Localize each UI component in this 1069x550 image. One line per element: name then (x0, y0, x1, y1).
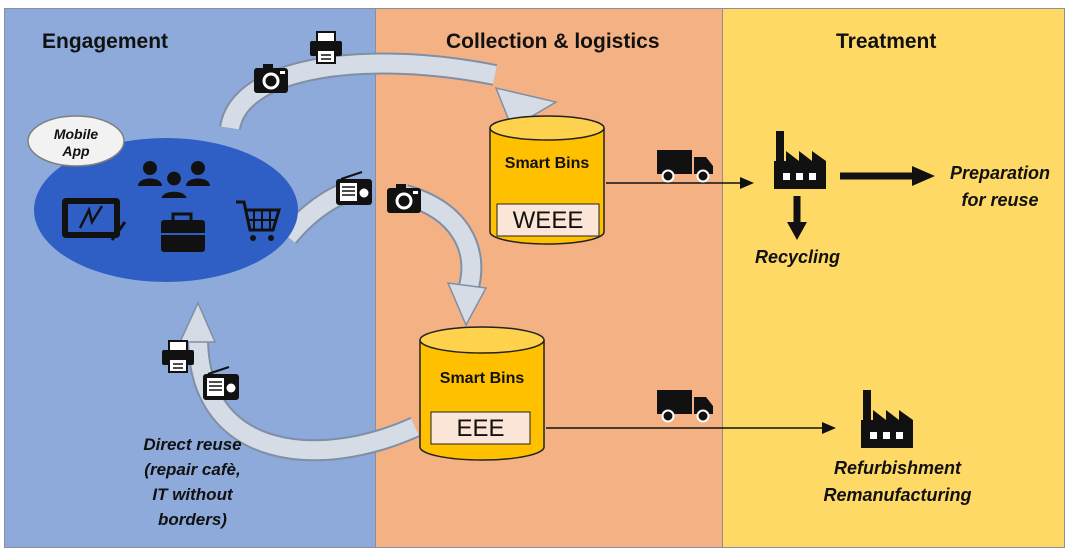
truck-icon (656, 389, 714, 423)
engagement-title: Engagement (42, 30, 169, 53)
flow-arrow (402, 186, 481, 293)
smart-bin-weee (489, 115, 605, 245)
flow-arrowhead (178, 301, 217, 343)
connector-arrowhead (822, 422, 836, 434)
refurbishment-label: Refurbishment Remanufacturing (823, 458, 972, 505)
flow-arrow (221, 54, 497, 131)
collection-panel (375, 8, 723, 548)
mobile-app-label: Mobile App (53, 126, 99, 159)
weee-bin-title: Smart Bins (504, 155, 590, 172)
eee-bin-label: EEE (456, 415, 505, 442)
recycling-arrowhead (787, 222, 807, 240)
truck-icon (656, 149, 714, 183)
camera-icon (254, 64, 288, 93)
weee-bin-label: WEEE (512, 207, 584, 234)
connector-arrowhead (740, 177, 754, 189)
radio-icon (335, 171, 373, 206)
mobile-app-bubble (27, 115, 125, 167)
tablet-icon (62, 198, 127, 241)
camera-icon (387, 184, 421, 213)
briefcase-icon (161, 212, 205, 252)
people-icon (138, 161, 210, 201)
preparation-arrowhead (912, 166, 935, 186)
smart-bin-eee (419, 326, 545, 461)
direct-reuse-label: Direct reuse (repair cafè, IT without bo… (143, 435, 242, 529)
engagement-ellipse (34, 138, 298, 282)
treatment-panel (722, 8, 1065, 548)
flow-arrowhead (446, 282, 488, 327)
eee-bin-title: Smart Bins (439, 370, 525, 387)
recycling-label: Recycling (755, 247, 841, 267)
shopping-cart-icon (236, 200, 282, 241)
collection-title: Collection & logistics (446, 30, 660, 53)
preparation-label: Preparation for reuse (949, 163, 1051, 210)
factory-icon (774, 131, 826, 189)
treatment-title: Treatment (836, 30, 937, 53)
factory-icon (861, 390, 913, 448)
